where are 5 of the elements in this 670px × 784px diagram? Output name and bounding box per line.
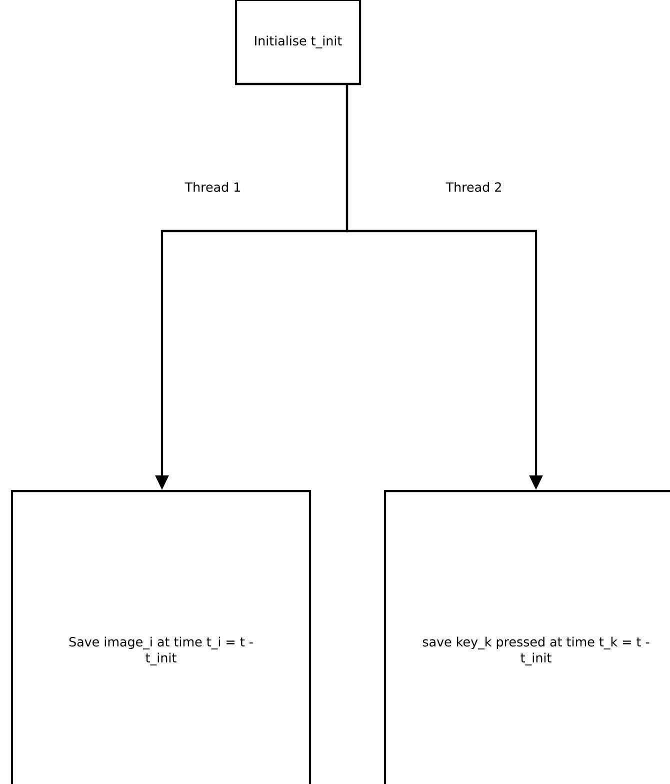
process-box: Save image_i at time t_i = t - t_init xyxy=(10,490,312,784)
process-box: save key_k pressed at time t_k = t - t_init xyxy=(384,490,670,784)
process-box: Initialise t_init xyxy=(234,0,362,86)
edge-label: Thread 2 xyxy=(446,182,501,192)
edge-label: Thread 1 xyxy=(184,182,240,192)
